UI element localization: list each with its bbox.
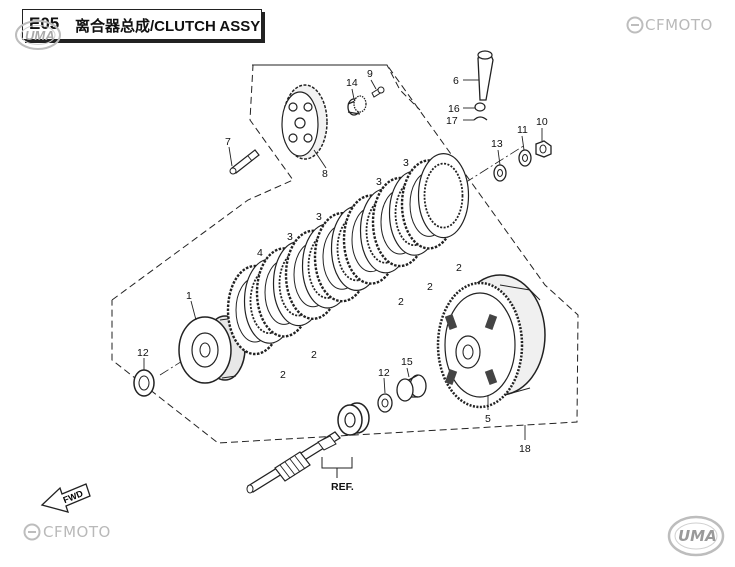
callout-2: 2 (311, 349, 317, 361)
callout-12: 12 (378, 367, 390, 379)
callout-5: 5 (485, 413, 491, 425)
bearing (337, 402, 370, 436)
title-box: E05 离合器总成/CLUTCH ASSY (22, 9, 262, 40)
mainshaft (246, 431, 341, 494)
washer-12-lower (377, 393, 393, 413)
callout-2: 2 (398, 296, 404, 308)
callout-3: 3 (287, 231, 293, 243)
callout-4: 4 (257, 247, 263, 259)
washer-12-left (133, 369, 155, 397)
bolt-9 (371, 86, 385, 98)
callout-14: 14 (346, 77, 358, 89)
callout-9: 9 (367, 68, 373, 80)
callout-16: 16 (448, 103, 460, 115)
uma-brand-bottom: UMA (678, 527, 717, 545)
plate-inner-edge (423, 162, 464, 229)
section-code: E05 (29, 14, 60, 33)
callout-3: 3 (376, 176, 382, 188)
leader-lines (143, 79, 543, 440)
callout-11: 11 (517, 124, 528, 136)
callout-15: 15 (401, 356, 413, 368)
ref-label: REF. (331, 481, 354, 493)
callout-17: 17 (446, 115, 458, 127)
callout-3: 3 (316, 211, 322, 223)
circlip-17 (473, 116, 488, 121)
callout-2: 2 (427, 281, 433, 293)
callout-12: 12 (137, 347, 149, 359)
cfmoto-brand-top: CFMOTO (645, 16, 713, 34)
callout-6: 6 (453, 75, 459, 87)
svg-text:UMA: UMA (25, 28, 55, 43)
cfmoto-logo-icon (626, 16, 644, 34)
callout-2: 2 (456, 262, 462, 274)
washer-13 (493, 164, 507, 182)
push-rod-7 (229, 149, 260, 175)
uma-logo-icon: UMA (15, 20, 61, 50)
callout-labels: 1 2 2 2 2 2 3 3 3 3 4 5 6 7 8 9 10 11 12… (137, 68, 548, 493)
cfmoto-brand-bottom: CFMOTO (43, 523, 111, 541)
washer-11 (518, 149, 532, 167)
callout-10: 10 (536, 116, 548, 128)
callout-1: 1 (186, 290, 192, 302)
clutch-basket-5 (436, 274, 546, 409)
plate-stack (226, 153, 470, 356)
callout-8: 8 (322, 168, 328, 180)
callout-3: 3 (403, 157, 409, 169)
callout-7: 7 (225, 136, 231, 148)
spacer-15 (396, 374, 427, 402)
assembly-boundary (111, 64, 579, 444)
pressure-plate-8 (281, 84, 328, 160)
pressure-plate-boundary (252, 64, 421, 111)
nut-10 (535, 140, 552, 158)
callout-2: 2 (280, 369, 286, 381)
uma-logo-icon (667, 515, 725, 557)
needle-bearing-14 (347, 95, 367, 116)
release-shaft-6 (477, 50, 494, 101)
ref-bracket (321, 457, 353, 478)
cfmoto-logo-icon (23, 523, 41, 541)
fwd-arrow-icon: FWD (40, 483, 91, 513)
callout-18: 18 (519, 443, 531, 455)
page-title: 离合器总成/CLUTCH ASSY (75, 18, 261, 35)
callout-13: 13 (491, 138, 503, 150)
oil-seal-16 (474, 102, 486, 112)
